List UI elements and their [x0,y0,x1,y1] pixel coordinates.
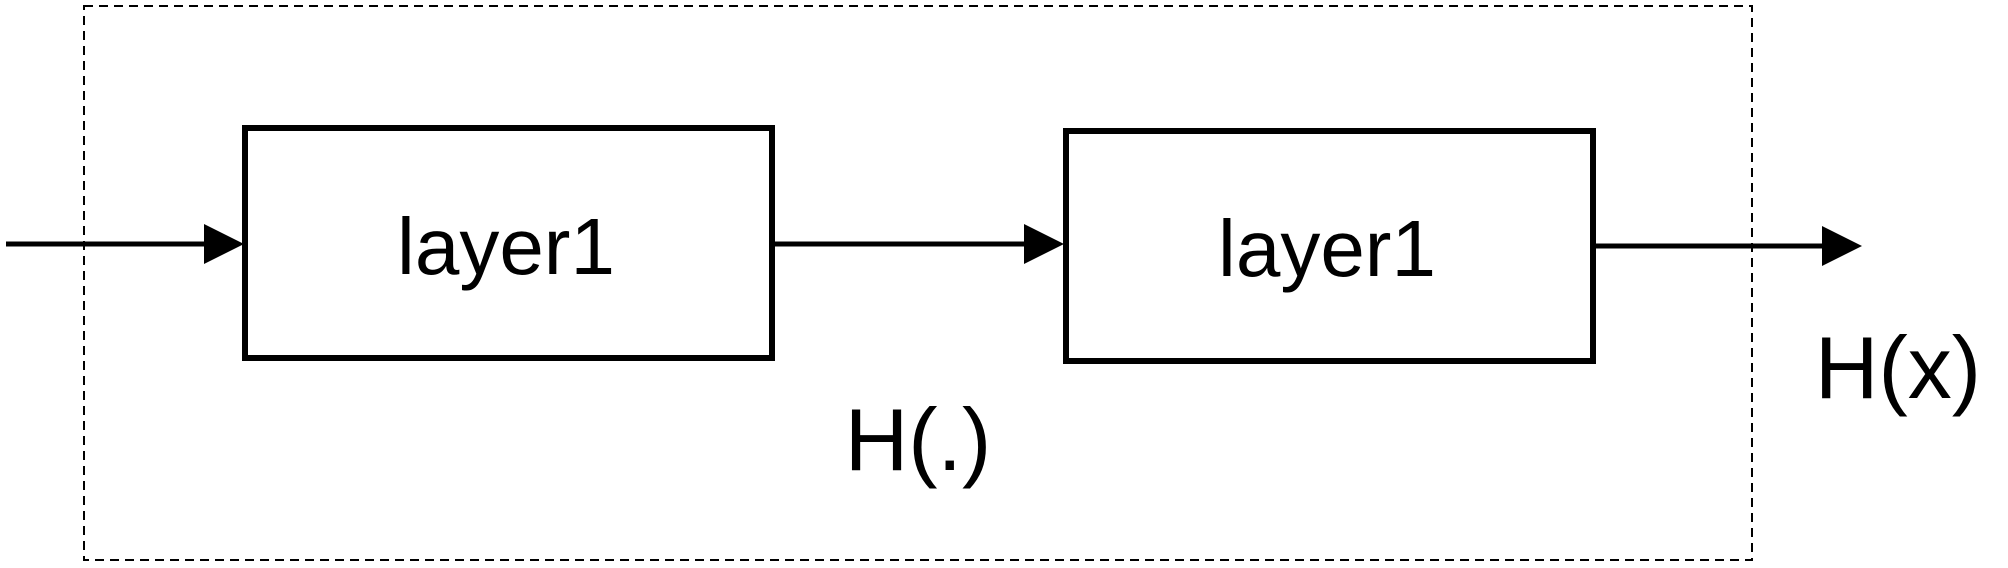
function-boundary-box [83,5,1753,561]
layer-block-2-label: layer1 [1218,204,1436,293]
connecting-arrow [773,224,1064,264]
layer-block-1-box [242,125,775,361]
layer-block-1: layer1 [242,125,775,361]
function-label: H(.) [845,390,992,489]
layer-block-2: layer1 [1063,128,1596,364]
output-label: H(x) [1815,318,1981,417]
input-arrow [6,224,244,264]
layer-block-2-box [1063,128,1596,364]
layer-block-1-label: layer1 [397,202,615,291]
output-arrow [1594,226,1862,266]
